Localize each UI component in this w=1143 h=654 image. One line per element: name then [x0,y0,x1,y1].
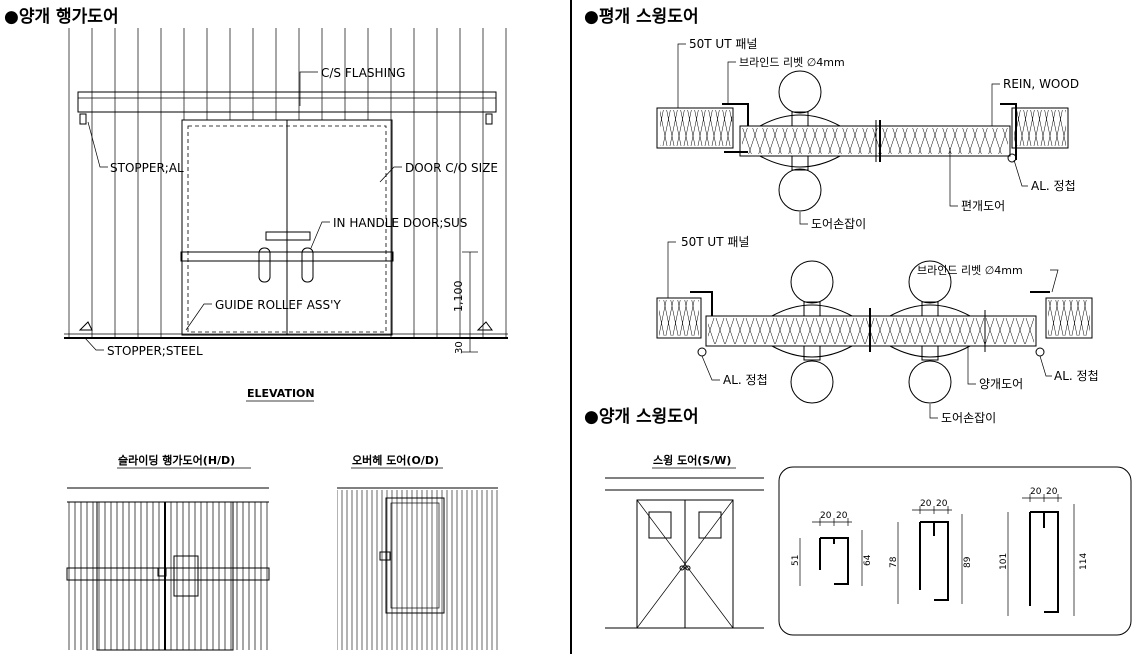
top-hinge-label: AL. 정첩 [1031,179,1076,193]
p1-left: 51 [791,555,801,566]
p3-top-a: 20 [1030,487,1042,497]
profile-box [778,466,1132,636]
dim-1100: 1,100 [452,281,465,313]
p3-left: 101 [999,553,1009,570]
profile-3 [1007,494,1075,616]
overhead-door-title: 오버헤 도어(O/D) [352,453,439,467]
elevation-drawing [64,28,508,353]
label-cs-flashing: C/S FLASHING [321,66,405,80]
top-handle-label: 도어손잡이 [811,217,866,231]
p1-top-b: 20 [836,511,848,521]
label-guide-roller: GUIDE ROLLEF ASS'Y [215,298,341,312]
p3-right: 114 [1079,553,1089,570]
label-stopper-steel: STOPPER;STEEL [107,344,203,358]
top-rivet-label: 브라인드 리벳 ∅4mm [739,56,845,69]
double-swing-section [656,241,1093,419]
top-door-label: 편개도어 [961,199,1005,213]
right-title-2: ●양개 스윙도어 [584,407,699,427]
hanger-door-title: 슬라이딩 행가도어(H/D) [118,453,235,467]
elevation-caption: ELEVATION [247,387,315,400]
profile-2 [897,506,963,604]
p3-top-b: 20 [1046,487,1058,497]
swing-door-elevation [605,477,764,629]
mid-hinge-left-label: AL. 정첩 [723,373,768,387]
overhead-door-drawing [337,487,498,650]
label-in-handle: IN HANDLE DOOR;SUS [333,216,467,230]
label-door-co-size: DOOR C/O SIZE [405,161,498,175]
mid-panel-label: 50T UT 패널 [681,235,749,249]
mid-door-label: 양개도어 [979,377,1023,391]
dim-30: 30 [454,341,465,354]
p2-right: 89 [963,556,973,568]
mid-rivet-label: 브라인드 리벳 ∅4mm [917,264,1023,277]
label-stopper-al: STOPPER;AL [110,161,184,175]
left-title: ●양개 행가도어 [4,7,119,27]
top-panel-label: 50T UT 패널 [689,37,757,51]
profile-1 [799,518,863,586]
p1-right: 64 [863,554,873,566]
p2-left: 78 [889,556,899,568]
right-title-1: ●평개 스윙도어 [584,7,699,27]
single-swing-section [656,43,1069,225]
p2-top-a: 20 [920,499,932,509]
mid-handle-label: 도어손잡이 [941,411,996,425]
p1-top-a: 20 [820,511,832,521]
mid-hinge-right-label: AL. 정첩 [1054,369,1099,383]
p2-top-b: 20 [936,499,948,509]
hanger-door-drawing [66,487,270,651]
swing-door-title: 스윙 도어(S/W) [653,453,731,467]
top-rein-label: REIN, WOOD [1003,77,1079,91]
